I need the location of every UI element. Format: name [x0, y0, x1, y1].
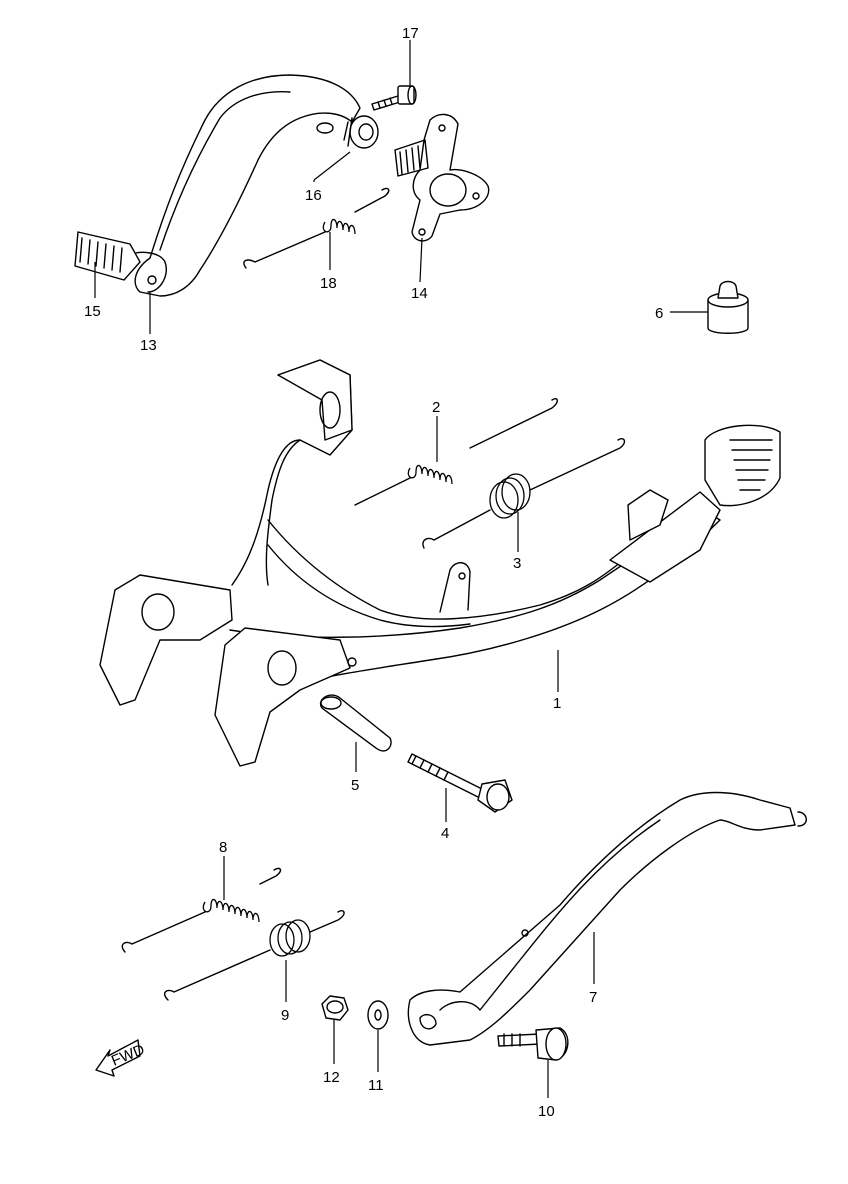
callout-6: 6: [655, 305, 663, 322]
bolt-part-4[interactable]: [407, 753, 513, 813]
callout-3: 3: [513, 555, 521, 572]
spring-part-18[interactable]: [243, 187, 390, 269]
rubber-stopper-part-6[interactable]: [707, 280, 749, 334]
callout-1: 1: [553, 695, 561, 712]
callout-14: 14: [411, 285, 428, 302]
lever-part-14[interactable]: [394, 113, 490, 242]
nut-part-12[interactable]: [321, 995, 349, 1021]
brake-pedal-part-13[interactable]: [129, 74, 361, 297]
callout-13: 13: [140, 337, 157, 354]
leader-lines: [94, 40, 708, 1098]
callout-17: 17: [402, 25, 419, 42]
callout-10: 10: [538, 1103, 555, 1120]
callout-5: 5: [351, 777, 359, 794]
forward-arrow-icon: FWD: [95, 1039, 147, 1077]
bolt-part-17[interactable]: [371, 85, 417, 111]
pin-part-5[interactable]: [319, 694, 392, 752]
bolt-part-10[interactable]: [497, 1027, 569, 1061]
fwd-label: FWD: [109, 1041, 147, 1070]
callout-2: 2: [432, 399, 440, 416]
spring-part-9[interactable]: [164, 910, 345, 1001]
callout-9: 9: [281, 1007, 289, 1024]
callout-8: 8: [219, 839, 227, 856]
spring-part-3[interactable]: [422, 438, 626, 549]
washer-part-11[interactable]: [367, 1000, 389, 1030]
spring-part-2[interactable]: [354, 398, 558, 506]
spring-part-8[interactable]: [121, 867, 282, 953]
callout-16: 16: [305, 187, 322, 204]
callout-15: 15: [84, 303, 101, 320]
callout-12: 12: [323, 1069, 340, 1086]
side-stand-part-7[interactable]: [407, 791, 807, 1046]
washer-part-16[interactable]: [343, 115, 379, 149]
pedal-rubber-part-15[interactable]: [74, 231, 141, 281]
callout-4: 4: [441, 825, 449, 842]
callout-7: 7: [589, 989, 597, 1006]
center-stand-part-1[interactable]: [99, 359, 781, 767]
callout-18: 18: [320, 275, 337, 292]
callout-11: 11: [368, 1077, 384, 1094]
